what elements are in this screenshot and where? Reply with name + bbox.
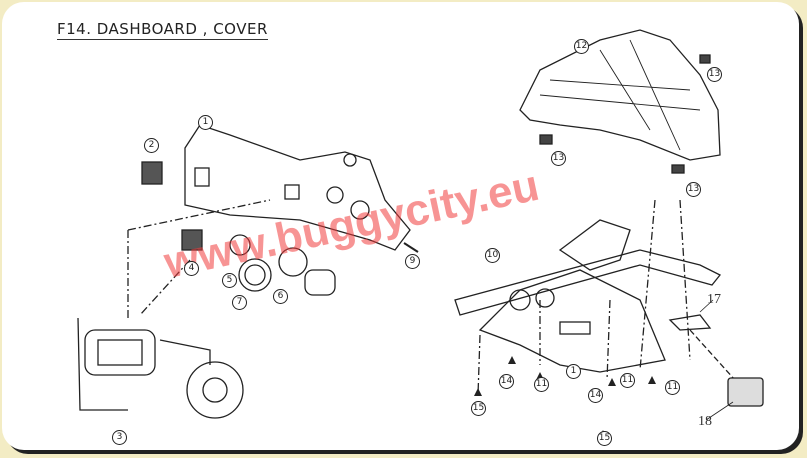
switch-4 [181,229,203,251]
gauge-base [186,361,244,419]
label-17: 17 [707,292,721,307]
callout-11: 11 [620,373,635,388]
callout-1: 1 [198,115,213,130]
callout-6: 6 [273,289,288,304]
ring-7 [238,258,272,292]
callout-15: 15 [597,431,612,446]
callout-4: 4 [184,261,199,276]
diagram-title: F14. DASHBOARD , COVER [57,20,268,40]
housing-window [194,167,210,187]
callout-13: 13 [551,151,566,166]
callout-7: 7 [232,295,247,310]
callout-2: 2 [144,138,159,153]
callout-5: 5 [222,273,237,288]
lower-bracket [478,269,666,373]
callout-13: 13 [686,182,701,197]
callout-12: 12 [574,39,589,54]
front-cover [519,29,721,161]
callout-11: 11 [665,380,680,395]
switch-2 [141,161,163,185]
callout-3: 3 [112,430,127,445]
gauge [84,329,156,376]
callout-14: 14 [588,388,603,403]
callout-9: 9 [405,254,420,269]
socket-5 [229,234,251,256]
dashboard-housing [184,124,411,251]
callout-13: 13 [707,67,722,82]
ring-6 [278,247,308,277]
gauge-bracket [77,317,128,411]
plug [304,269,336,296]
bracket-17 [668,314,712,331]
callout-1: 1 [566,364,581,379]
relay-18 [727,377,764,407]
callout-11: 11 [534,377,549,392]
label-18: 18 [698,414,712,429]
callout-10: 10 [485,248,500,263]
callout-15: 15 [471,401,486,416]
callout-14: 14 [499,374,514,389]
